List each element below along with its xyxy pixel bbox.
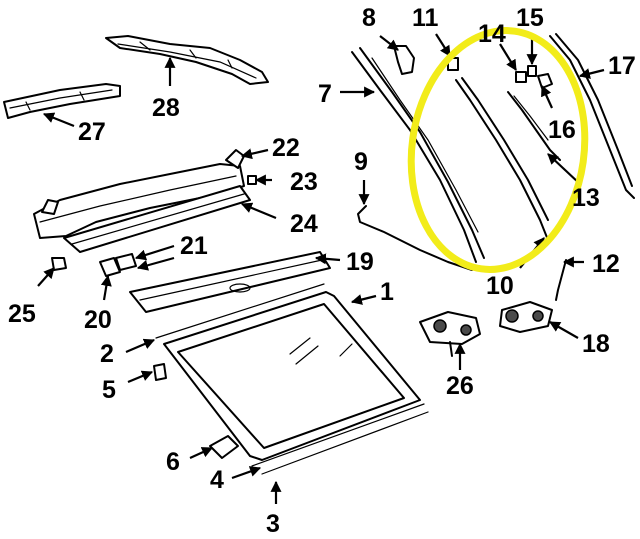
callout-8: 8 (362, 4, 376, 32)
part-21-bracket (115, 253, 137, 271)
callout-21: 21 (180, 232, 208, 260)
callout-6: 6 (166, 448, 180, 476)
part-24-header-panel (33, 149, 251, 253)
part-26-motor (419, 311, 481, 357)
part-20-bracket (99, 257, 121, 277)
part-28-roof-rail (105, 35, 269, 85)
callout-11: 11 (412, 4, 439, 32)
part-12-guide-pin (555, 259, 567, 301)
small-hardware (51, 45, 553, 459)
callout-labels: 1 2 3 4 5 6 7 8 9 10 11 12 13 14 15 16 1… (8, 4, 636, 538)
callout-10: 10 (486, 272, 514, 300)
callout-17: 17 (608, 52, 636, 80)
part-25-stop (51, 257, 67, 271)
part-27-side-rail (3, 83, 121, 119)
part-6-bracket (209, 435, 239, 459)
callout-7: 7 (318, 80, 332, 108)
callout-24: 24 (290, 210, 318, 238)
part-8-bracket (393, 45, 415, 75)
callout-20: 20 (84, 306, 112, 334)
callout-23: 23 (290, 168, 318, 196)
part-1-glass-frame (155, 283, 429, 475)
part-16-clip (537, 73, 553, 89)
callout-1: 1 (380, 278, 394, 306)
callout-14: 14 (478, 20, 506, 48)
callout-2: 2 (100, 340, 114, 368)
part-13-guide-rail (455, 77, 561, 241)
part-23-screw (247, 175, 257, 185)
part-14-clip (515, 71, 527, 83)
part-15-clip (527, 65, 537, 77)
callout-18: 18 (582, 330, 610, 358)
highlight-ring (407, 27, 589, 273)
callout-19: 19 (346, 248, 374, 276)
callout-25: 25 (8, 300, 36, 328)
callout-12: 12 (592, 250, 620, 278)
callout-27: 27 (78, 118, 106, 146)
callout-3: 3 (266, 510, 280, 538)
part-19-sunroof-panel (129, 251, 331, 313)
part-17-rail (549, 33, 635, 199)
callout-13: 13 (572, 184, 600, 212)
callout-22: 22 (272, 134, 300, 162)
callout-28: 28 (152, 94, 180, 122)
callout-26: 26 (446, 372, 474, 400)
leader-arrows (37, 33, 605, 504)
callout-9: 9 (354, 148, 368, 176)
callout-4: 4 (210, 466, 224, 494)
callout-16: 16 (548, 116, 576, 144)
part-7-side-rail (351, 47, 485, 263)
callout-15: 15 (516, 4, 544, 32)
callout-5: 5 (102, 376, 116, 404)
part-9-drain-tube (357, 205, 473, 271)
part-5-clip (153, 363, 167, 381)
part-18-motor (499, 301, 553, 333)
